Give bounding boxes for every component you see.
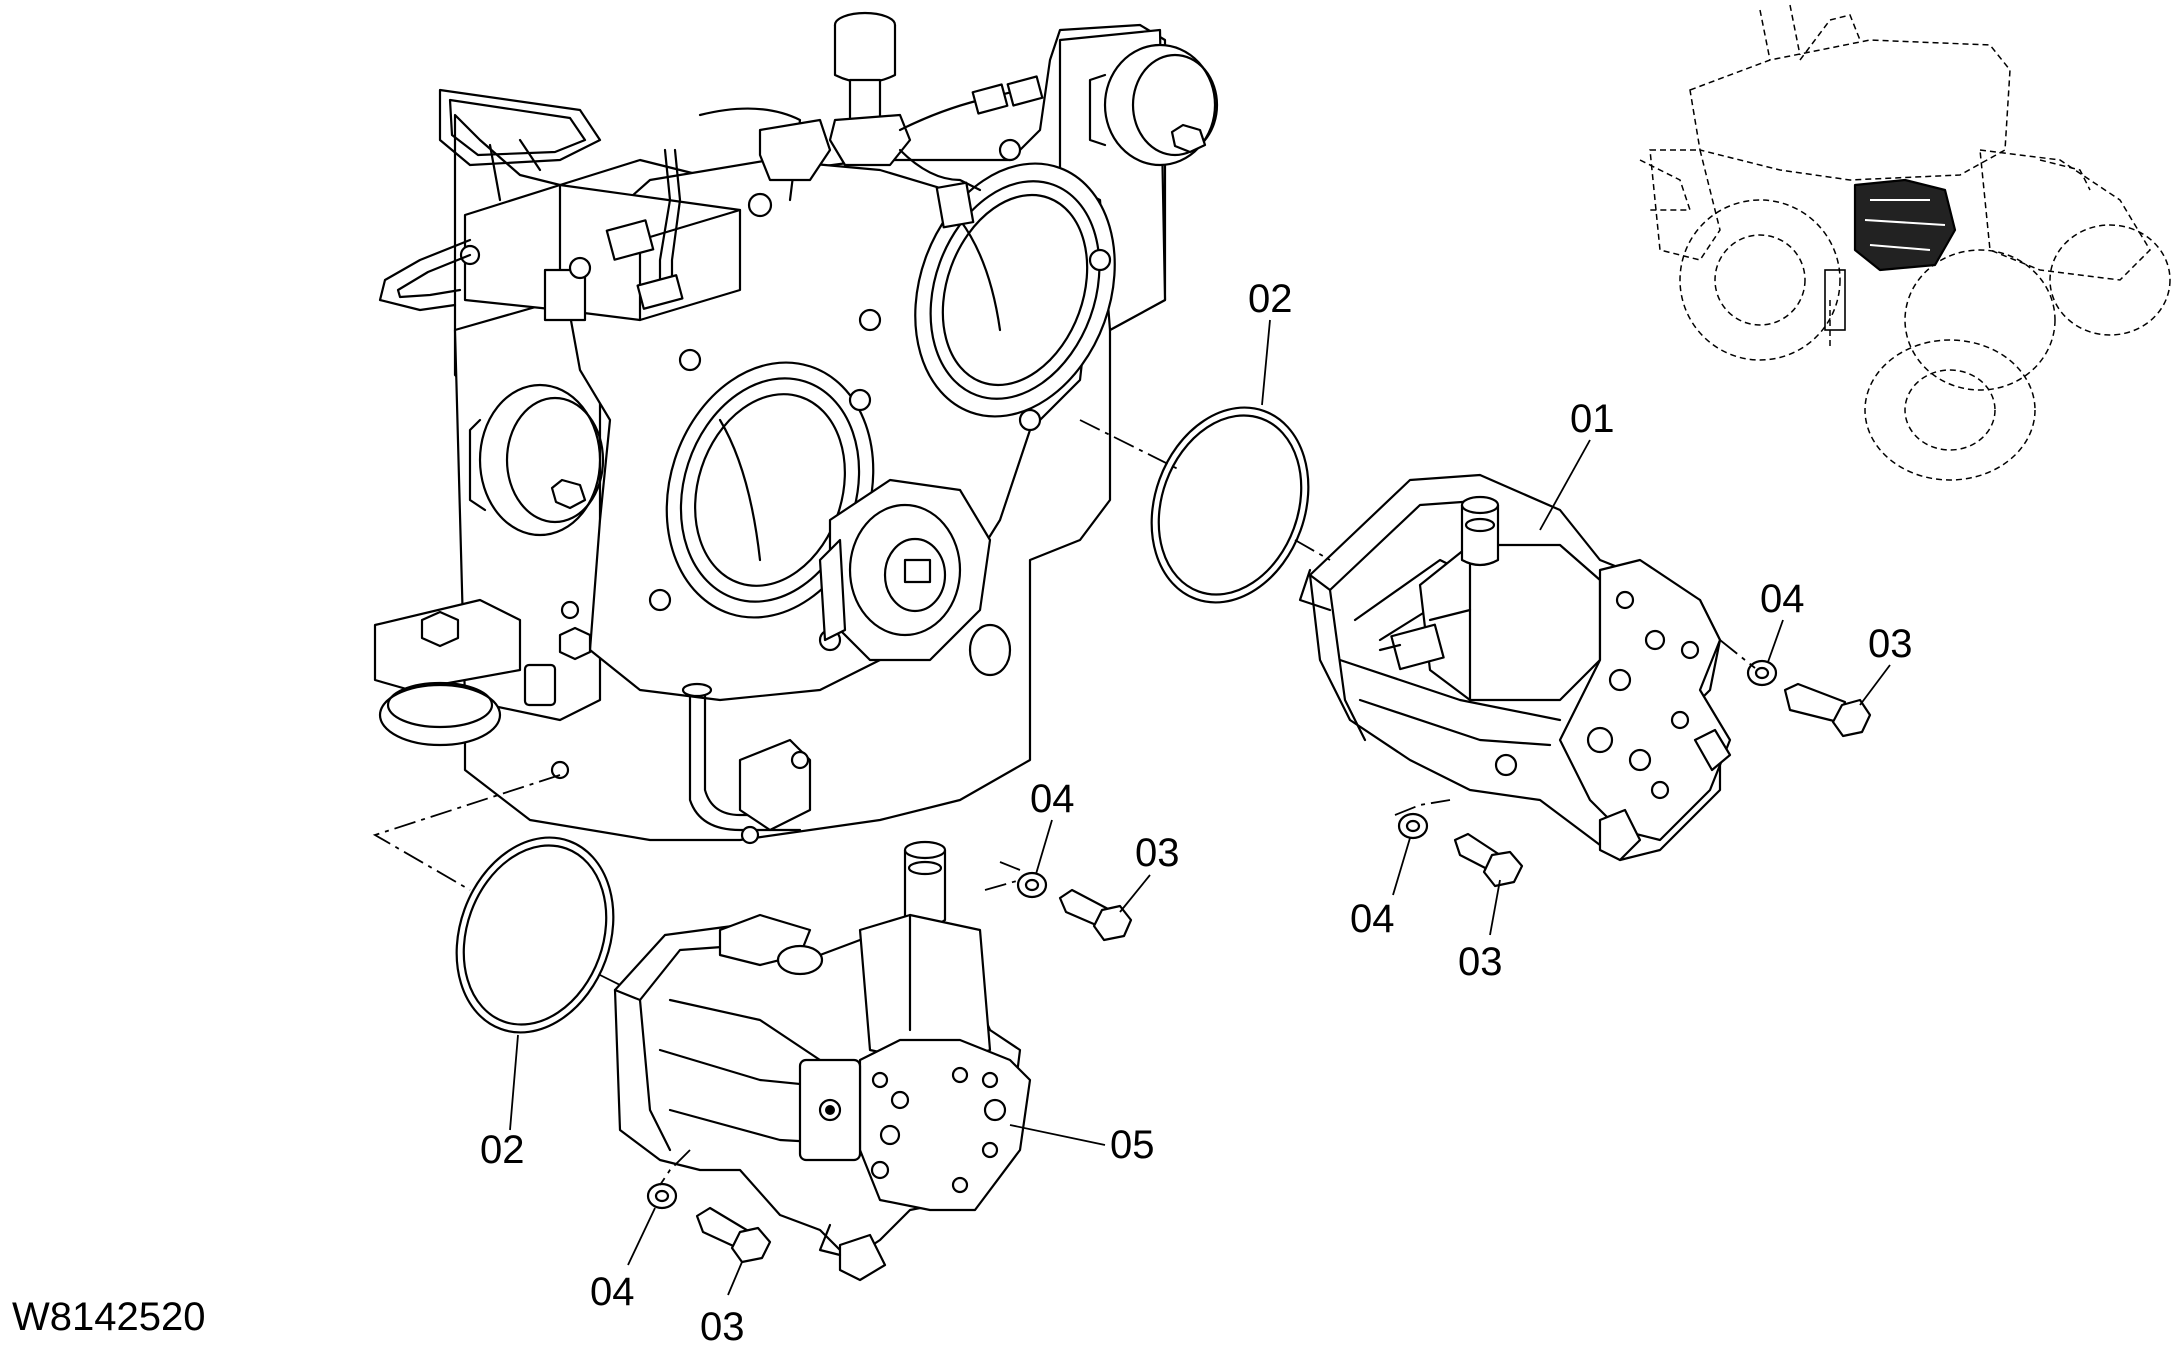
hydraulic-motor-05: [613, 840, 1032, 1282]
callout-04-right: 04: [1760, 577, 1805, 621]
hydraulic-motor-01: [1298, 473, 1732, 862]
o-ring-02-lower: [455, 836, 615, 1034]
bolt-03-right: [1783, 682, 1872, 738]
bolt-03-bottom: [695, 1206, 772, 1264]
washer-04-mid: [1016, 871, 1048, 899]
callout-03-bottom: 03: [700, 1305, 745, 1349]
drawing-number: W8142520: [12, 1295, 205, 1339]
callout-labels: 02 01 04 03 04 03 04 03 02 05 04 03: [480, 277, 1913, 1349]
callout-05: 05: [1110, 1123, 1155, 1167]
machine-locator-view: [1639, 4, 2171, 481]
washer-04-rlow: [1397, 812, 1429, 840]
callout-04-mid: 04: [1030, 777, 1075, 821]
callout-03-right-lower: 03: [1458, 940, 1503, 984]
callout-02-upper: 02: [1248, 277, 1293, 321]
transmission-housing: [373, 11, 1219, 845]
washer-04-right: [1746, 659, 1778, 687]
callout-03-mid: 03: [1135, 831, 1180, 875]
washer-04-bottom: [646, 1182, 678, 1210]
callout-02-lower: 02: [480, 1128, 525, 1172]
callout-03-right: 03: [1868, 622, 1913, 666]
callout-01: 01: [1570, 397, 1615, 441]
bolt-03-rlow: [1453, 832, 1524, 888]
o-ring-02-upper: [1150, 406, 1310, 604]
callout-leader-lines: [509, 319, 1891, 1296]
callout-04-bottom: 04: [590, 1270, 635, 1314]
bolt-03-mid: [1058, 888, 1133, 942]
callout-04-right-lower: 04: [1350, 897, 1395, 941]
assembly-center-lines: [372, 419, 1756, 1186]
